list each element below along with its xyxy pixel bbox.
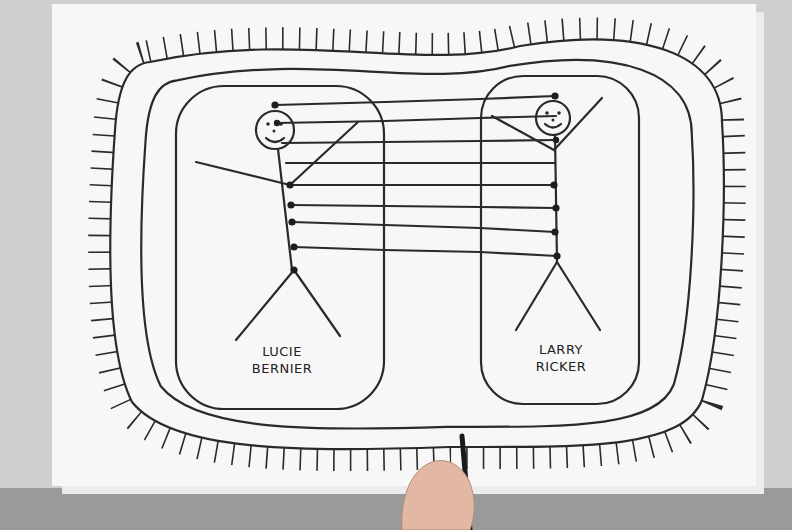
table-shadow <box>0 488 792 530</box>
dot <box>551 92 558 99</box>
tie-line <box>291 205 385 206</box>
hand-with-pen <box>402 436 474 530</box>
stick-figure-left <box>196 111 358 340</box>
smile <box>266 138 284 142</box>
dot <box>286 181 293 188</box>
dot <box>290 266 297 273</box>
hair-spikes <box>110 39 724 449</box>
leg <box>557 262 600 330</box>
dot <box>553 137 559 143</box>
dot <box>288 218 295 225</box>
tie-line <box>480 252 557 256</box>
dot <box>290 243 297 250</box>
tie-line <box>385 225 480 228</box>
back-sheet <box>62 12 764 494</box>
eye <box>557 111 561 115</box>
hand <box>402 461 474 530</box>
tie-lines-inside <box>275 96 557 256</box>
tie-line <box>277 121 385 123</box>
dot <box>287 201 294 208</box>
tie-line <box>275 102 385 105</box>
tie-line <box>480 184 554 186</box>
person-box: LARRY RICKER <box>480 75 640 405</box>
tie-line <box>286 162 385 164</box>
rounded-outline <box>481 76 639 404</box>
tie-dots <box>271 92 560 273</box>
tie-line <box>385 99 480 102</box>
dot <box>552 204 559 211</box>
tie-line <box>385 250 480 252</box>
dot <box>550 181 557 188</box>
person-box: LUCIE BERNIER <box>175 85 385 410</box>
rounded-outline <box>176 86 384 409</box>
tie-line <box>480 162 555 164</box>
dot <box>553 252 560 259</box>
tie-line <box>385 118 480 121</box>
leg <box>236 270 294 340</box>
tie-line <box>385 141 480 142</box>
smile <box>545 124 561 128</box>
tie-line <box>480 96 555 99</box>
nose <box>552 119 555 122</box>
person-name: LUCIE BERNIER <box>239 343 325 377</box>
body <box>555 135 557 262</box>
eye <box>545 111 549 115</box>
leg <box>516 262 557 330</box>
tie-line <box>480 116 556 118</box>
tie-line <box>294 247 385 250</box>
inner-blob <box>141 60 693 429</box>
tie-line <box>290 184 385 186</box>
nose <box>273 130 276 133</box>
stick-figure-right <box>492 98 602 330</box>
arm <box>290 122 358 185</box>
tie-line <box>292 222 385 225</box>
tie-line <box>480 207 556 208</box>
eye <box>266 122 270 126</box>
head <box>536 101 570 135</box>
person-name: LARRY RICKER <box>518 341 604 375</box>
tie-line <box>385 162 480 164</box>
dot <box>271 101 278 108</box>
tie-line <box>282 142 385 143</box>
tie-line <box>385 206 480 207</box>
body <box>278 149 292 270</box>
leg <box>294 270 340 336</box>
dot <box>551 228 558 235</box>
arm <box>196 162 290 185</box>
arm <box>492 116 554 150</box>
tie-line <box>385 184 480 186</box>
tie-line <box>480 140 556 141</box>
outer-blob <box>110 39 724 449</box>
dot <box>274 120 280 126</box>
paper-sheet <box>52 4 756 486</box>
tie-line <box>480 228 555 232</box>
